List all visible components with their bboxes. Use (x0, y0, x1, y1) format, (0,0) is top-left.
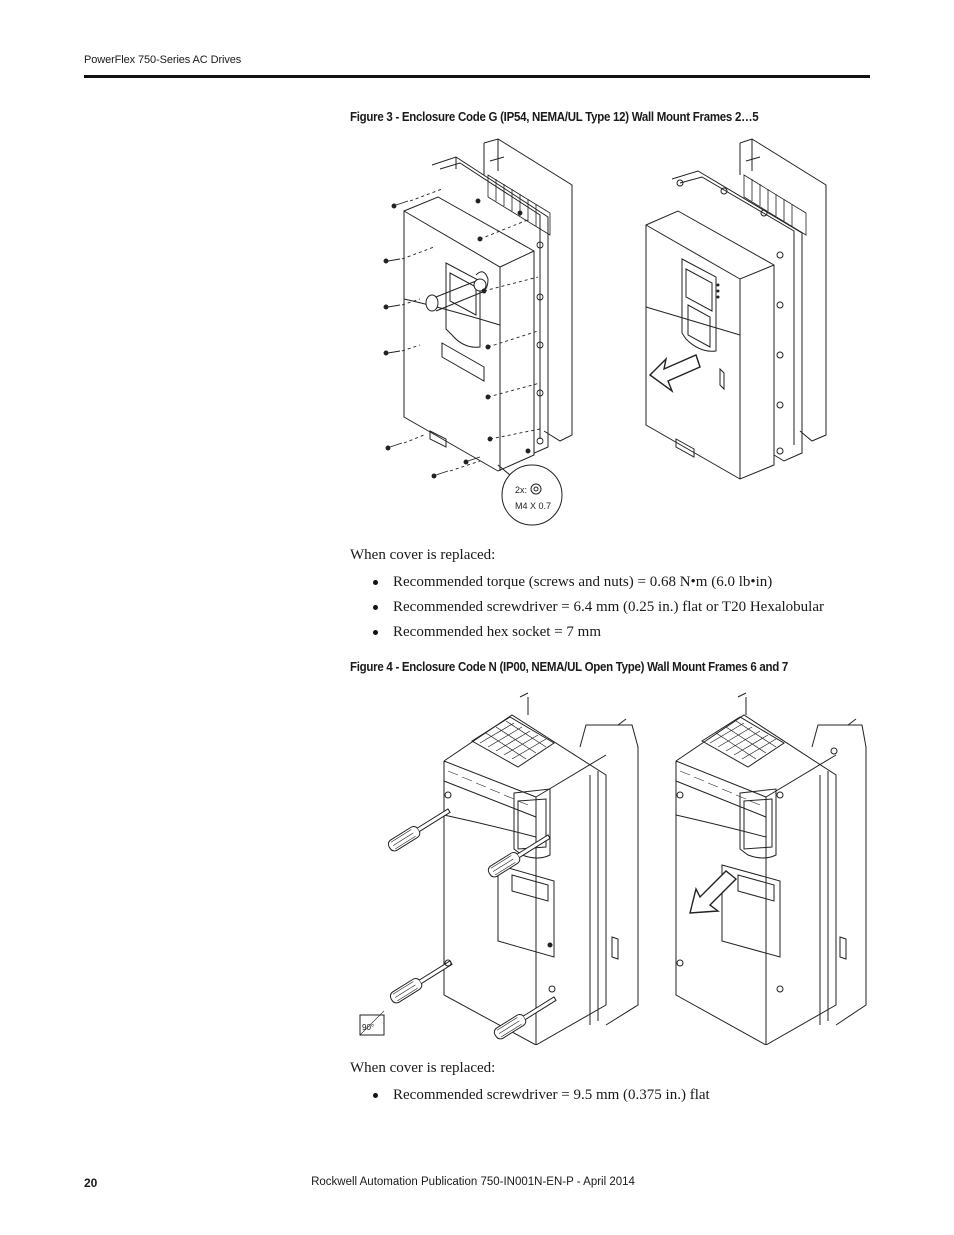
angle-indicator: 90° (359, 1010, 385, 1036)
right-heatsink (743, 174, 807, 236)
running-header: PowerFlex 750-Series AC Drives (84, 54, 242, 66)
cover-replaced-list-1: Recommended torque (screws and nuts) = 0… (372, 572, 824, 647)
bullet-screwdriver: Recommended screwdriver = 6.4 mm (0.25 i… (372, 597, 824, 622)
angle-label: 90° (362, 1023, 374, 1032)
left-key (425, 271, 489, 312)
left-drive-frame (443, 692, 639, 1045)
figure-3-illustration: 2x: M4 X 0.7 (383, 138, 827, 526)
header-rule (84, 75, 870, 78)
bullet-screwdriver-flat: Recommended screwdriver = 9.5 mm (0.375 … (372, 1085, 710, 1110)
figure-3-title: Figure 3 - Enclosure Code G (IP54, NEMA/… (350, 110, 759, 124)
figure-4-illustration: 90° (359, 692, 867, 1045)
cover-replaced-intro-1: When cover is replaced: (350, 547, 496, 563)
callout-quantity: 2x: (515, 485, 527, 495)
cover-replaced-intro-2: When cover is replaced: (350, 1060, 496, 1076)
hardware-callout: 2x: M4 X 0.7 (497, 464, 563, 526)
page-number: 20 (84, 1176, 98, 1190)
left-screws (383, 188, 544, 479)
screwdriver-icons (387, 791, 557, 1040)
cover-replaced-list-2: Recommended screwdriver = 9.5 mm (0.375 … (372, 1085, 710, 1110)
left-cover (403, 196, 535, 472)
left-backplate (483, 138, 573, 442)
publication-footer: Rockwell Automation Publication 750-IN00… (311, 1176, 635, 1188)
right-drive-frame (675, 692, 867, 1045)
removal-arrow-icon (648, 354, 701, 393)
figure-4-title: Figure 4 - Enclosure Code N (IP00, NEMA/… (350, 660, 789, 674)
right-cover (645, 210, 775, 480)
right-backplate (739, 138, 827, 442)
left-heatsink (487, 174, 551, 236)
bullet-torque: Recommended torque (screws and nuts) = 0… (372, 572, 824, 597)
bullet-hex-socket: Recommended hex socket = 7 mm (372, 622, 824, 647)
removal-arrow-icon-2 (689, 870, 738, 914)
right-gasket-frame (671, 170, 803, 462)
callout-fastener-size: M4 X 0.7 (515, 501, 551, 511)
